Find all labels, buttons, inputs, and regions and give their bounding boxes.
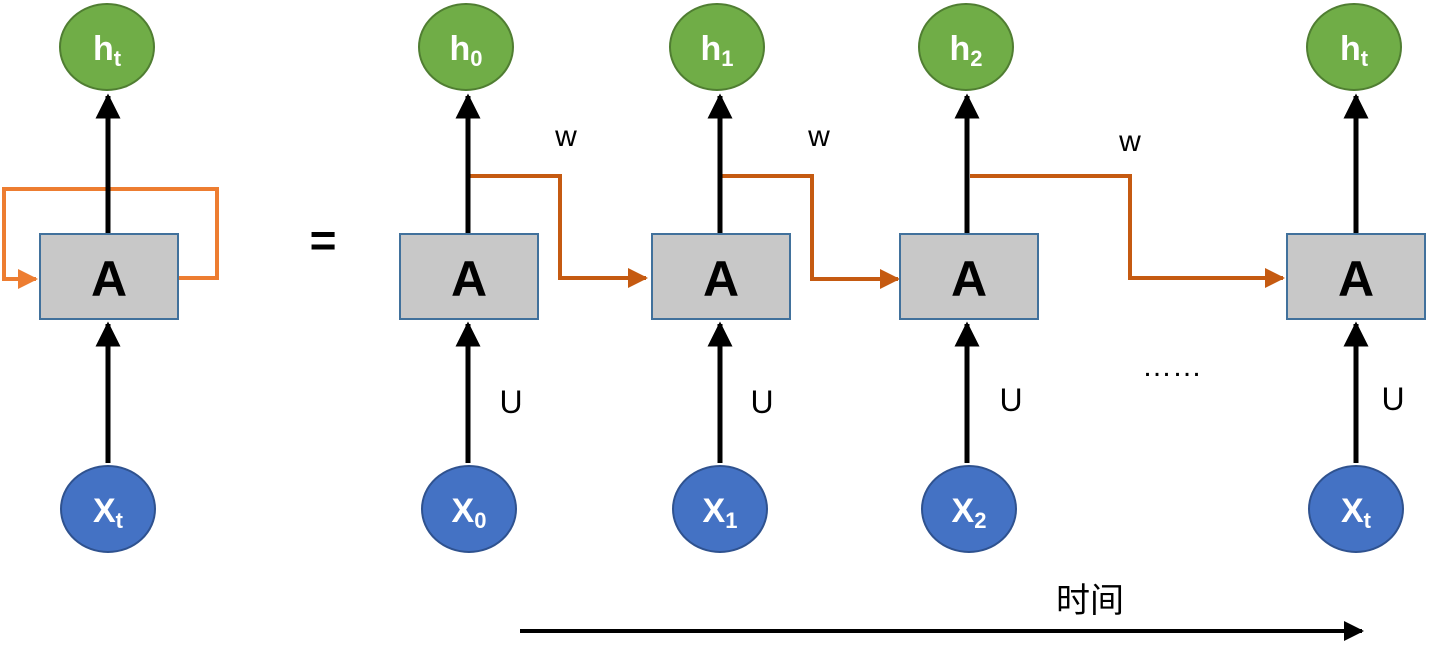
input-circle-1 xyxy=(672,465,768,553)
output-circle-t xyxy=(1306,3,1402,91)
input-label-1: X1 xyxy=(703,492,738,533)
recurrent-edge-0-1 xyxy=(469,174,648,288)
unrolled-rnn: A h0 X0 U w A h1 X1 U w A xyxy=(399,3,1426,553)
output-circle-1 xyxy=(669,3,765,91)
folded-output-circle xyxy=(59,3,155,91)
cell-box-2 xyxy=(899,233,1039,320)
timestep-0: A h0 X0 U w xyxy=(399,3,577,553)
folded-input-node: Xt xyxy=(60,465,156,553)
cell-label-0: A xyxy=(451,251,487,307)
input-weight-label-2: U xyxy=(999,382,1022,418)
folded-output-node: ht xyxy=(59,3,155,91)
output-circle-0 xyxy=(418,3,514,91)
cell-label-1: A xyxy=(703,251,739,307)
cell-box-t xyxy=(1286,233,1426,320)
recurrent-edge-2-t xyxy=(970,174,1285,288)
cell-label-2: A xyxy=(951,251,987,307)
time-axis-label: 时间 xyxy=(1056,581,1124,621)
output-circle-2 xyxy=(918,3,1014,91)
input-label-2: X2 xyxy=(952,492,987,533)
timestep-1: A h1 X1 U w xyxy=(651,3,830,553)
input-label-0: X0 xyxy=(452,492,487,533)
folded-input-circle xyxy=(60,465,156,553)
input-circle-2 xyxy=(921,465,1017,553)
folded-cell: A xyxy=(39,233,179,320)
folded-output-label: ht xyxy=(93,30,122,71)
cell-label-t: A xyxy=(1338,251,1374,307)
recurrent-edge-1-2 xyxy=(720,174,900,289)
input-circle-0 xyxy=(421,465,517,553)
time-axis: 时间 xyxy=(520,581,1364,641)
equals-sign: = xyxy=(310,214,337,266)
timestep-2: A h2 X2 U w xyxy=(899,3,1141,553)
input-weight-label-0: U xyxy=(499,384,522,420)
output-label-2: h2 xyxy=(949,30,982,71)
input-weight-label-1: U xyxy=(750,384,773,420)
timestep-t: A ht Xt U xyxy=(1286,3,1426,553)
folded-input-label: Xt xyxy=(93,492,124,533)
input-label-t: Xt xyxy=(1341,492,1372,533)
folded-cell-box xyxy=(39,233,179,320)
recurrent-weight-label-0: w xyxy=(554,120,577,153)
ellipsis: …… xyxy=(1142,350,1202,383)
folded-cell-label: A xyxy=(91,251,127,307)
recurrent-weight-label-1: w xyxy=(807,120,830,153)
output-label-t: ht xyxy=(1340,30,1369,71)
recurrent-weight-label-2: w xyxy=(1118,125,1141,158)
output-label-1: h1 xyxy=(700,30,733,71)
cell-box-0 xyxy=(399,233,539,320)
folded-rnn: A ht Xt xyxy=(2,3,219,553)
input-weight-label-t: U xyxy=(1381,381,1404,417)
input-circle-t xyxy=(1308,465,1404,553)
cell-box-1 xyxy=(651,233,791,320)
output-label-0: h0 xyxy=(449,30,482,71)
